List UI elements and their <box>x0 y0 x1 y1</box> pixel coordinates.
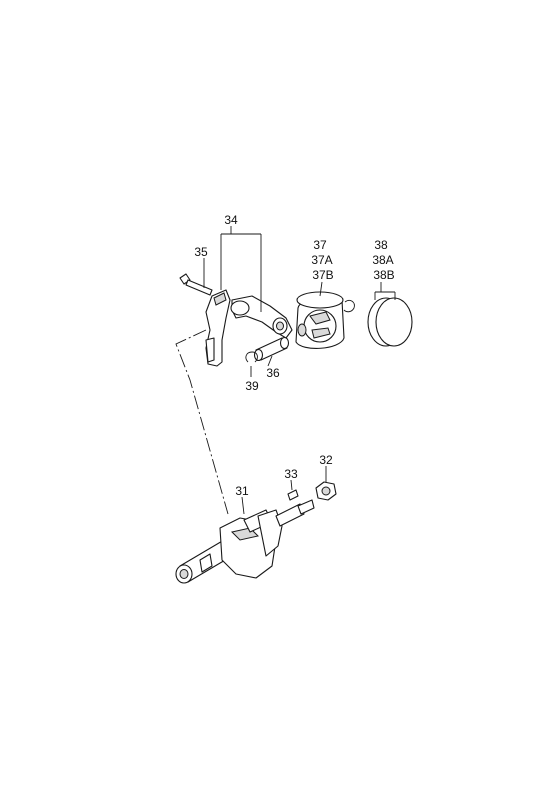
callout-38a: 38A <box>372 253 393 267</box>
circlip-39[interactable] <box>245 351 258 363</box>
piston-pin[interactable] <box>253 336 290 362</box>
circlip-piston[interactable] <box>343 299 355 313</box>
callout-37b: 37B <box>312 268 333 282</box>
callout-33: 33 <box>284 467 298 481</box>
callout-32: 32 <box>319 453 333 467</box>
callout-37a: 37A <box>311 253 332 267</box>
leader-lines <box>175 226 396 515</box>
callout-31: 31 <box>235 484 249 498</box>
callout-34: 34 <box>224 213 238 227</box>
woodruff-key[interactable] <box>287 489 299 501</box>
callout-38b: 38B <box>373 268 394 282</box>
rod-bolt[interactable] <box>179 273 213 296</box>
piston-ring-set[interactable] <box>367 297 413 347</box>
callout-36: 36 <box>266 366 280 380</box>
callout-38: 38 <box>374 238 388 252</box>
connecting-rod-assembly[interactable] <box>205 289 293 367</box>
callout-39: 39 <box>245 379 259 393</box>
crankshaft[interactable] <box>175 499 315 584</box>
callout-35: 35 <box>194 245 208 259</box>
crankshaft-nut[interactable] <box>315 481 337 501</box>
callout-37: 37 <box>313 238 327 252</box>
callout-labels: 34 35 37 37A 37B 38 38A 38B 36 39 32 33 … <box>194 213 394 498</box>
piston[interactable] <box>295 291 345 349</box>
